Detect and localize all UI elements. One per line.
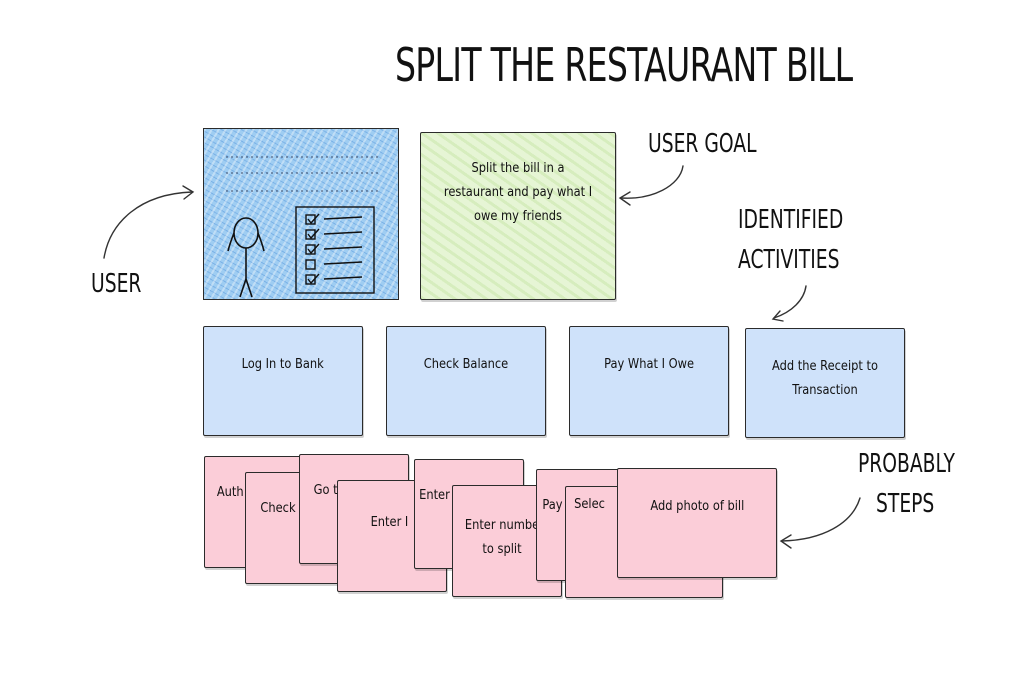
step-label: Enter I <box>370 515 409 530</box>
user-goal-label: User Goal <box>648 129 757 159</box>
activities-arrow <box>773 285 807 319</box>
user-goal-card: Split the bill in a restaurant and pay w… <box>420 132 616 300</box>
identified-activities-label-line2: Activities <box>738 245 840 275</box>
step-label: Selec <box>574 497 605 512</box>
checklist-icon <box>295 206 375 294</box>
activity-card-add-receipt: Add the Receipt to Transaction <box>745 328 905 438</box>
steps-arrowhead <box>779 534 792 549</box>
activity-card-log-in: Log In to Bank <box>203 326 363 436</box>
step-label: Enter <box>419 488 450 503</box>
activity-card-check-balance: Check Balance <box>386 326 546 436</box>
activity-label: Add the Receipt to Transaction <box>771 359 879 398</box>
goal-arrowhead <box>618 191 631 206</box>
user-persona-illustration <box>226 156 378 298</box>
person-icon <box>227 217 265 298</box>
step-card: Add photo of bill <box>617 468 777 578</box>
step-label: Auth <box>216 485 244 500</box>
user-arrow <box>103 191 193 259</box>
probably-steps-label-line2: Steps <box>876 489 935 519</box>
identified-activities-label-line1: Identified <box>738 205 844 235</box>
step-label: Enter numbe to split <box>464 518 540 557</box>
probably-steps-label-line1: Probably <box>858 449 955 479</box>
user-label: User <box>91 269 142 299</box>
activity-label: Log In to Bank <box>241 357 325 372</box>
goal-arrow <box>620 165 684 199</box>
step-label: Add photo of bill <box>650 499 744 514</box>
user-persona-card <box>203 128 399 300</box>
step-label: Pay <box>542 498 563 513</box>
step-label: Check <box>260 501 296 516</box>
step-label: Go t <box>313 483 338 498</box>
activities-arrowhead <box>771 310 784 322</box>
activity-card-pay-what-i-owe: Pay What I Owe <box>569 326 729 436</box>
steps-arrow <box>781 497 861 542</box>
user-arrowhead <box>182 185 195 200</box>
activity-label: Pay What I Owe <box>604 357 694 372</box>
user-goal-text: Split the bill in a restaurant and pay w… <box>443 161 593 224</box>
activity-label: Check Balance <box>423 357 509 372</box>
